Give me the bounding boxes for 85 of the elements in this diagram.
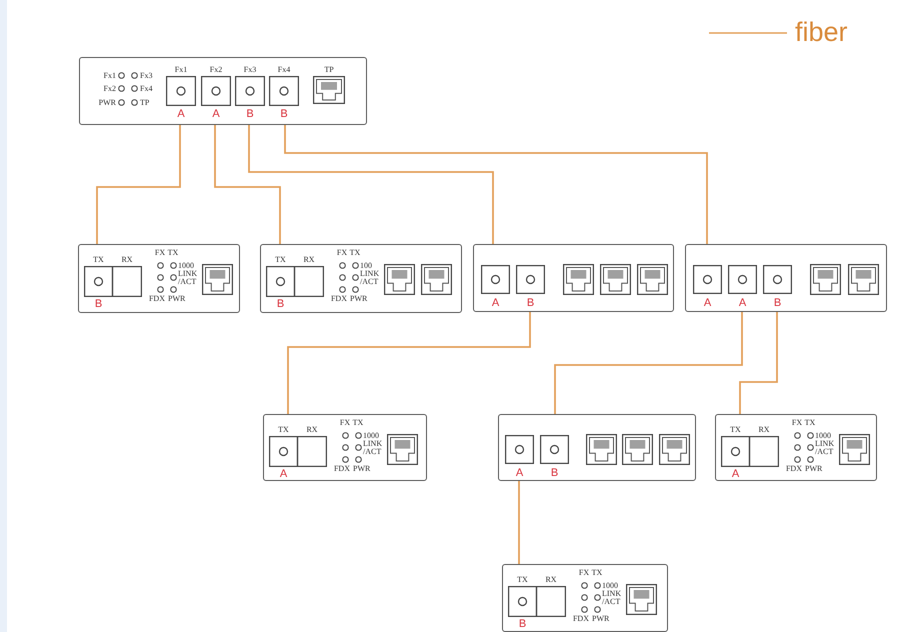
led-label: PWR — [350, 294, 368, 303]
led-label: TX — [352, 418, 364, 427]
fiber-line — [554, 312, 743, 414]
port-letter: B — [774, 297, 782, 309]
fiber-line — [284, 125, 708, 244]
port-label: RX — [306, 425, 318, 434]
port-letter: A — [177, 108, 185, 120]
device-panel — [685, 244, 887, 312]
port-letter: A — [738, 297, 746, 309]
led-label: TX — [804, 418, 816, 427]
port-letter: A — [492, 297, 500, 309]
led-label: LINK /ACT — [178, 270, 198, 285]
led-label: Fx3 — [140, 70, 152, 80]
led-label: LINK /ACT — [363, 440, 382, 455]
led-label: FX — [792, 418, 802, 427]
led-label: PWR — [805, 464, 822, 473]
led-label: FDX — [786, 464, 802, 473]
led-label: FX — [336, 248, 348, 257]
port-letter: B — [526, 297, 534, 309]
port-letter: A — [212, 108, 220, 120]
led-label: 1000 — [178, 260, 194, 270]
port-letter: B — [550, 467, 558, 479]
led-label: PWR — [98, 98, 116, 106]
led-label: FDX — [334, 464, 350, 473]
led-label: TX — [350, 248, 360, 257]
port-label: RX — [758, 425, 770, 434]
port-letter: A — [732, 468, 740, 480]
port-letter: B — [280, 108, 288, 120]
port-letter: B — [246, 108, 254, 120]
port-letter: B — [518, 618, 526, 630]
led-label: LINK /ACT — [602, 590, 622, 605]
port-label: RX — [121, 255, 133, 264]
device-panel — [715, 414, 877, 481]
led-label: FDX — [148, 294, 165, 303]
port-label: RX — [303, 255, 315, 264]
device-panel — [79, 57, 367, 125]
port-label: TX — [730, 425, 741, 434]
led-label: FX — [154, 248, 166, 257]
device-panel — [263, 414, 427, 481]
led-label: 100 — [360, 260, 372, 270]
fiber-line — [287, 312, 531, 414]
led-label: Fx2 — [104, 84, 116, 92]
port-label: TX — [517, 575, 528, 584]
led-label: FX — [340, 418, 350, 427]
port-label: TX — [93, 255, 104, 264]
port-label: TX — [275, 255, 286, 264]
led-label: LINK /ACT — [360, 270, 380, 285]
legend-label: fiber — [795, 17, 848, 47]
device-panel — [498, 414, 696, 481]
device-panel — [473, 244, 674, 312]
led-label: 1000 — [602, 580, 618, 590]
fiber-line — [248, 125, 494, 244]
port-label: TX — [278, 425, 289, 434]
led-label: 1000 — [363, 430, 379, 440]
led-label: FX — [578, 568, 590, 577]
led-label: TX — [168, 248, 178, 257]
led-label: Fx4 — [140, 84, 152, 92]
port-label: Fx4 — [278, 65, 290, 74]
port-label: TP — [324, 65, 334, 74]
led-label: TX — [592, 568, 602, 577]
port-letter: B — [276, 298, 284, 310]
led-label: TP — [140, 98, 150, 106]
port-label: Fx2 — [210, 65, 222, 74]
fiber-line — [96, 125, 181, 244]
led-label: 1000 — [815, 430, 831, 440]
led-label: FDX — [330, 294, 347, 303]
led-label: PWR — [353, 464, 370, 473]
port-letter: A — [280, 468, 288, 480]
led-label: PWR — [168, 294, 186, 303]
fiber-line — [739, 312, 778, 414]
led-label: LINK /ACT — [815, 440, 834, 455]
device-panel — [260, 244, 462, 313]
led-label: PWR — [592, 614, 610, 623]
led-label: FDX — [572, 614, 589, 623]
device-panel — [502, 564, 668, 632]
fiber-line — [518, 481, 520, 564]
port-label: Fx3 — [244, 65, 256, 74]
port-letter: A — [516, 467, 524, 479]
led-label: Fx1 — [104, 70, 116, 80]
device-panel — [78, 244, 240, 313]
port-letter: B — [94, 298, 102, 310]
fiber-line — [214, 125, 281, 244]
port-label: Fx1 — [174, 65, 188, 74]
port-letter: A — [704, 297, 712, 309]
port-label: RX — [545, 575, 557, 584]
